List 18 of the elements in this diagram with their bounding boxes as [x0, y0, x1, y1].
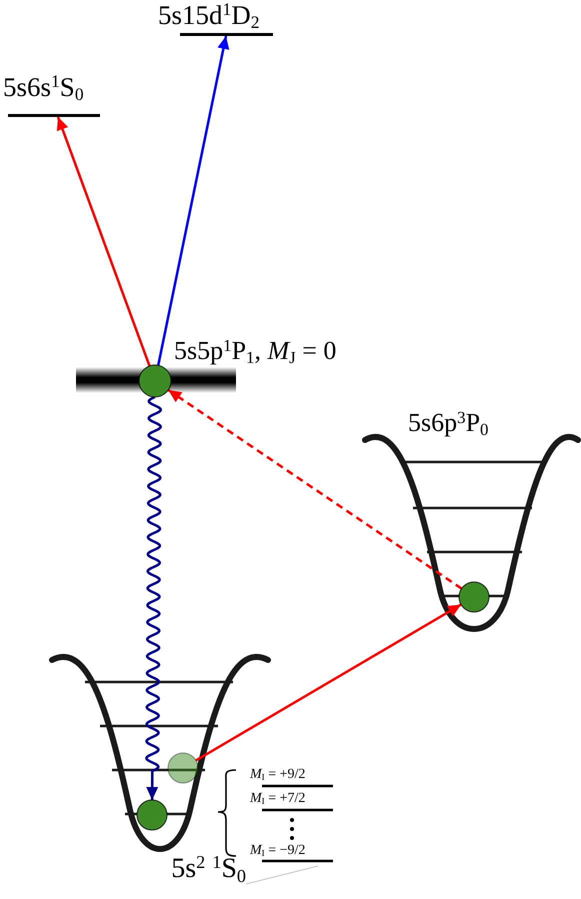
leader-line: [246, 866, 318, 884]
sublevel-label: M$_{I}$ = +9/2: [250, 767, 306, 783]
arrow: [195, 604, 462, 762]
atom-circle: [458, 582, 490, 612]
state-label: 5s$^{2}$ $^{1}$S$_{0}$: [170, 854, 246, 884]
arrow: [157, 36, 230, 366]
sublevel-label: M$_{I}$ = −9/2: [250, 843, 306, 859]
state-label: 5s6s$^{1}$S$_{0}$: [3, 72, 85, 102]
arrow: [56, 116, 151, 366]
sublevel-label: M$_{I}$ = +7/2: [250, 791, 306, 807]
state-label: 5s15d$^{1}$D$_{2}$: [158, 0, 261, 30]
dashed-arrow: [168, 388, 462, 590]
atom-circle: [168, 752, 198, 784]
state-label: 5s5p$^{1}$P$_{1}$, M$_{J}$ = 0: [174, 336, 338, 366]
wavy-arrow: [145, 396, 162, 800]
atom-circle: [138, 364, 172, 398]
state-label: 5s6p$^{3}$P$_{0}$: [408, 408, 490, 438]
atom-circle: [136, 800, 168, 830]
